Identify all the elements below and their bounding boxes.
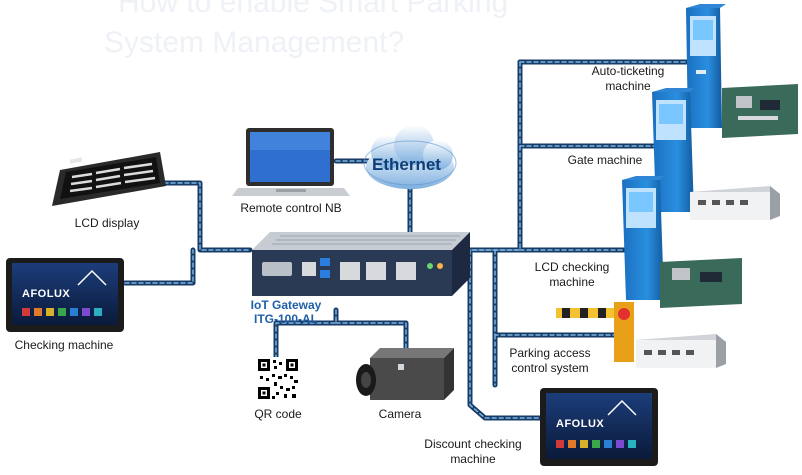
auto-ticketing-kiosk-icon — [686, 4, 726, 128]
lcd-checking-label-line2: machine — [549, 275, 595, 289]
watermark-title: How to enable Smart Parking — [118, 0, 509, 19]
ethernet-label: Ethernet — [372, 155, 441, 174]
checking-machine-brand: AFOLUX — [22, 288, 71, 300]
remote-nb-label: Remote control NB — [240, 201, 342, 215]
lcd-checking-kiosk-icon — [622, 176, 664, 300]
parking-access-label-line2: control system — [511, 361, 589, 375]
qr-code-icon — [256, 357, 300, 401]
camera-label: Camera — [378, 407, 422, 421]
lcd-checking-label-line1: LCD checking — [534, 260, 610, 274]
camera-icon — [356, 348, 454, 400]
discount-machine-brand: AFOLUX — [556, 418, 605, 430]
parking-barrier-icon — [556, 302, 634, 362]
watermark-subtitle: System Management? — [104, 26, 405, 59]
checking-machine-label: Checking machine — [14, 338, 114, 352]
discount-checking-screen-icon — [540, 388, 658, 466]
parking-access-label-line1: Parking access — [509, 346, 591, 360]
gate-machine-label: Gate machine — [567, 153, 643, 167]
embedded-pc-icon-1 — [690, 186, 780, 220]
lcd-display-label: LCD display — [74, 216, 140, 230]
mainboard-icon-2 — [660, 258, 742, 308]
network-links — [122, 59, 693, 421]
lcd-display-icon — [52, 152, 166, 206]
discount-checking-label-line2: machine — [450, 452, 496, 466]
gate-machine-kiosk-icon — [652, 88, 694, 212]
mainboard-icon — [722, 84, 798, 138]
gateway-label-line2: ITG-100-AL — [253, 312, 318, 326]
auto-ticketing-label-line2: machine — [605, 79, 651, 93]
checking-machine-screen-icon — [6, 258, 124, 332]
laptop-icon — [232, 128, 350, 196]
gateway-label-line1: IoT Gateway — [250, 298, 322, 312]
embedded-pc-icon-2 — [636, 334, 726, 368]
discount-checking-label-line1: Discount checking — [424, 437, 522, 451]
qr-code-label: QR code — [254, 407, 302, 421]
gateway-device-icon — [252, 232, 470, 296]
auto-ticketing-label-line1: Auto-ticketing — [591, 64, 665, 78]
ethernet-cloud-icon — [363, 125, 457, 189]
